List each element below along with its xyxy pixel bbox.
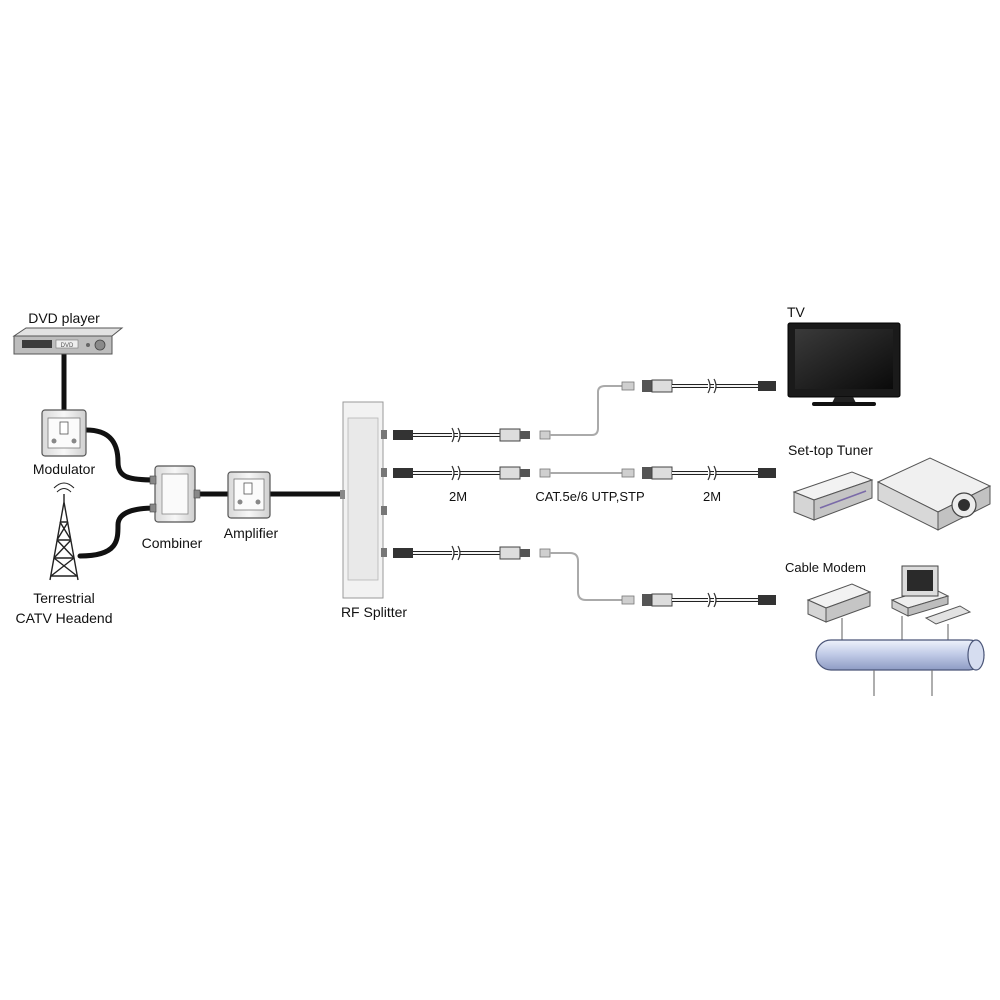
cable-modulator-combiner — [83, 427, 158, 483]
projector-icon — [876, 457, 992, 531]
computer-icon — [890, 565, 972, 625]
feed-cables — [61, 349, 346, 559]
device-coax-tuner — [642, 465, 776, 481]
cable-modem-icon — [806, 583, 872, 623]
combiner-icon — [149, 465, 201, 523]
network-bus-icon — [815, 616, 985, 696]
coax-run-2 — [393, 465, 530, 481]
coax-runs — [393, 427, 530, 561]
cable-antenna-combiner — [77, 505, 158, 559]
label-set-top-tuner: Set-top Tuner — [788, 442, 873, 458]
dvd-player-icon: DVD — [12, 327, 124, 355]
label-amplifier: Amplifier — [224, 525, 279, 541]
label-terrestrial-line1: Terrestrial — [33, 590, 94, 606]
device-coax-tv — [642, 378, 776, 394]
label-tv: TV — [787, 304, 806, 320]
utp-run-1 — [550, 385, 622, 436]
device-coax-runs — [642, 378, 776, 608]
utp-run-3 — [550, 552, 622, 601]
label-modulator: Modulator — [33, 461, 96, 477]
coax-run-3 — [393, 545, 530, 561]
label-dvd-player: DVD player — [28, 310, 100, 326]
label-length-right: 2M — [703, 489, 721, 504]
dvd-logo-text: DVD — [61, 343, 74, 349]
amplifier-icon — [227, 471, 271, 519]
rf-splitter-icon — [340, 401, 387, 599]
antenna-tower-icon — [49, 482, 79, 581]
tv-icon — [787, 322, 901, 406]
label-combiner: Combiner — [142, 535, 203, 551]
label-cable-type: CAT.5e/6 UTP,STP — [535, 489, 644, 504]
coax-run-1 — [393, 427, 530, 443]
label-terrestrial-line2: CATV Headend — [15, 610, 112, 626]
device-coax-modem — [642, 592, 776, 608]
utp-runs — [539, 381, 635, 605]
label-rf-splitter: RF Splitter — [341, 604, 407, 620]
modulator-icon — [41, 409, 87, 457]
set-top-box-icon — [792, 471, 874, 521]
label-cable-modem: Cable Modem — [785, 560, 866, 575]
label-length-left: 2M — [449, 489, 467, 504]
